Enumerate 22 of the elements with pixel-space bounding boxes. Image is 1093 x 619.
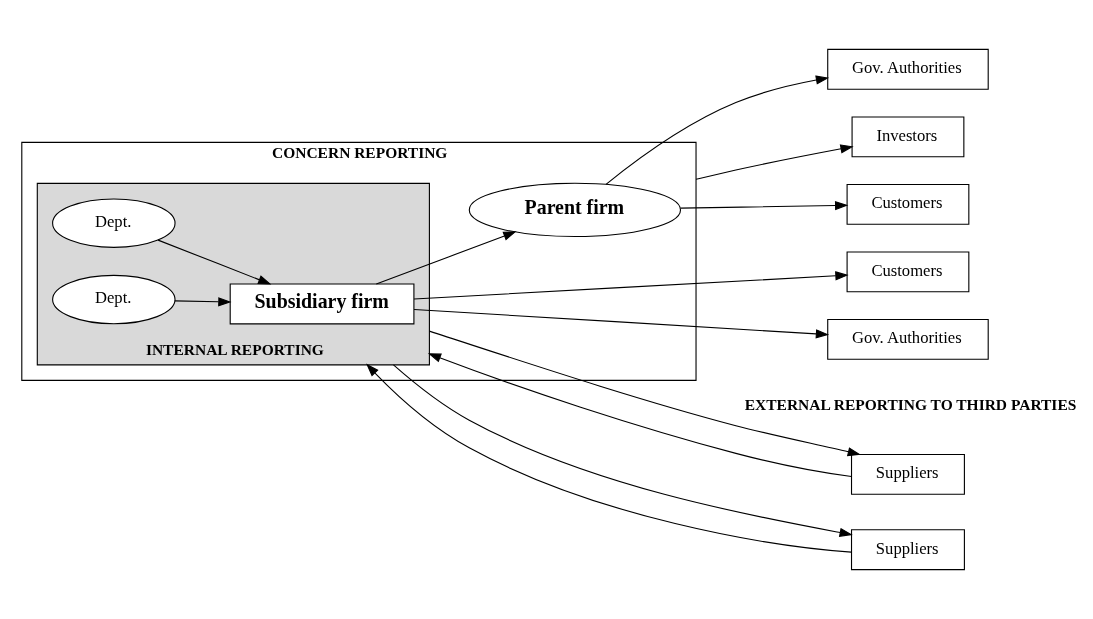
arrow xyxy=(413,308,830,339)
arrow xyxy=(605,75,830,185)
node-ellipse: Parent firm xyxy=(468,182,682,238)
arrow xyxy=(427,353,852,478)
arrow xyxy=(695,144,854,180)
node-box: Customers xyxy=(846,251,970,293)
arrow xyxy=(375,231,517,285)
node-box: Subsidiary firm xyxy=(229,283,415,325)
node-box: Customers xyxy=(846,183,970,225)
arrow xyxy=(174,297,232,307)
node-ellipse: Dept. xyxy=(52,274,176,325)
arrow xyxy=(428,330,861,457)
node-box: Gov. Authorities xyxy=(827,318,989,360)
arrow xyxy=(413,271,849,300)
node-box: Suppliers xyxy=(850,453,965,495)
node-box: Investors xyxy=(851,116,965,158)
node-box: Gov. Authorities xyxy=(827,48,989,90)
arrow xyxy=(680,200,849,211)
label: EXTERNAL REPORTING TO THIRD PARTIES xyxy=(744,395,1077,413)
node-ellipse: Dept. xyxy=(52,198,176,248)
node-box: Suppliers xyxy=(850,529,965,571)
arrow xyxy=(157,239,272,285)
